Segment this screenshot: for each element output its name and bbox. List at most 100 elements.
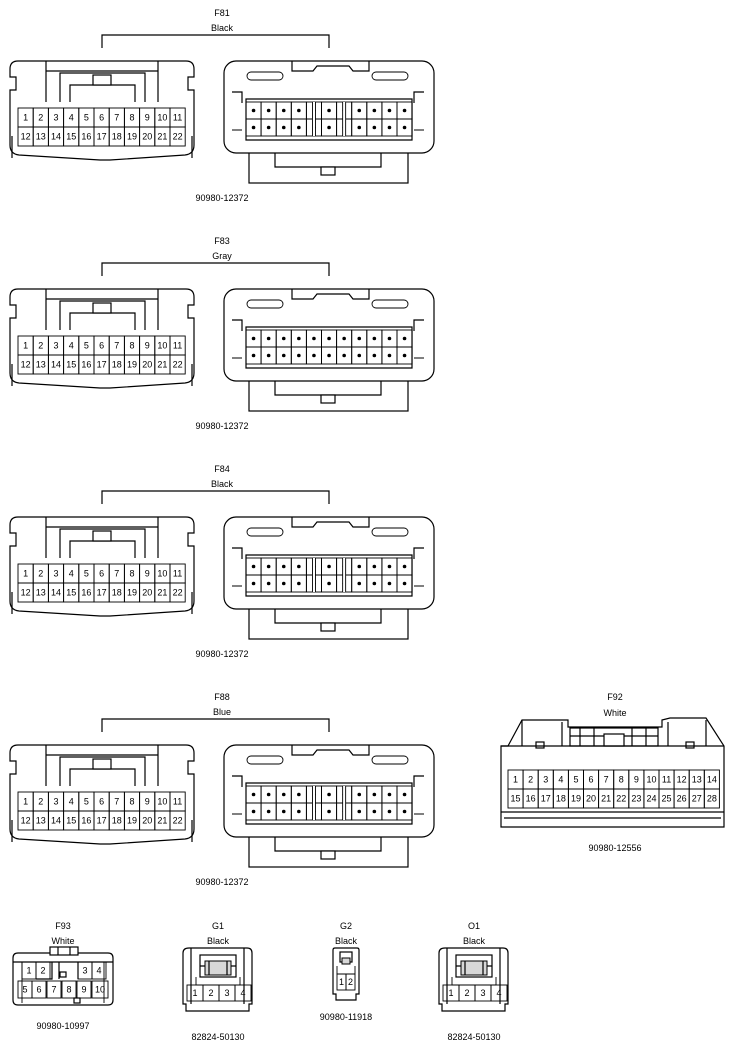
svg-text:9: 9: [145, 797, 150, 807]
svg-text:10: 10: [157, 341, 167, 351]
connector-g1: G1 Black 1 2 3 4 82824-50130: [182, 921, 253, 1042]
svg-text:7: 7: [114, 341, 119, 351]
svg-text:8: 8: [129, 341, 134, 351]
pairing-bracket: [101, 262, 330, 276]
svg-text:17: 17: [97, 816, 107, 826]
svg-text:17: 17: [97, 588, 107, 598]
pin-cell: 4: [490, 984, 508, 1002]
svg-text:7: 7: [114, 113, 119, 123]
terminal: [396, 118, 413, 137]
part-number: 82824-50130: [191, 1032, 244, 1042]
svg-text:3: 3: [53, 797, 58, 807]
svg-text:1: 1: [26, 966, 31, 976]
connector-color: Black: [463, 936, 486, 946]
svg-text:13: 13: [36, 360, 46, 370]
svg-text:5: 5: [84, 341, 89, 351]
pairing-bracket: [101, 718, 330, 732]
svg-text:15: 15: [66, 360, 76, 370]
svg-text:3: 3: [53, 569, 58, 579]
svg-text:1: 1: [23, 113, 28, 123]
svg-text:4: 4: [69, 569, 74, 579]
part-number: 90980-12372: [195, 193, 248, 203]
svg-text:4: 4: [558, 775, 563, 785]
pin-cell: 22: [169, 126, 186, 147]
connector-id: F93: [55, 921, 71, 931]
svg-text:22: 22: [616, 794, 626, 804]
svg-text:20: 20: [142, 132, 152, 142]
connector-o1: O1 Black 1 2 3 4 82824-50130: [438, 921, 509, 1042]
svg-text:4: 4: [69, 341, 74, 351]
svg-text:19: 19: [127, 360, 137, 370]
svg-text:5: 5: [84, 569, 89, 579]
svg-text:4: 4: [496, 988, 501, 998]
pin-grid-o1: 1 2 3 4: [442, 984, 508, 1002]
part-number: 90980-10997: [36, 1021, 89, 1031]
male-connector-view: [223, 516, 435, 640]
part-number: 90980-12372: [195, 877, 248, 887]
pin-cell: 28: [703, 788, 720, 809]
svg-text:18: 18: [556, 794, 566, 804]
svg-text:18: 18: [112, 132, 122, 142]
svg-text:20: 20: [586, 794, 596, 804]
connector-id: F84: [214, 464, 230, 474]
svg-text:4: 4: [96, 966, 101, 976]
connector-color: Black: [207, 936, 230, 946]
svg-text:7: 7: [114, 797, 119, 807]
svg-text:2: 2: [38, 341, 43, 351]
connector-color: Black: [211, 23, 234, 33]
svg-text:10: 10: [95, 985, 105, 995]
svg-text:9: 9: [634, 775, 639, 785]
svg-text:3: 3: [480, 988, 485, 998]
svg-text:14: 14: [51, 588, 61, 598]
connector-id: F92: [607, 692, 623, 702]
svg-text:19: 19: [571, 794, 581, 804]
svg-text:1: 1: [513, 775, 518, 785]
svg-text:13: 13: [36, 588, 46, 598]
svg-text:6: 6: [99, 113, 104, 123]
male-connector-view: [223, 288, 435, 412]
svg-text:16: 16: [81, 360, 91, 370]
svg-text:1: 1: [23, 341, 28, 351]
svg-text:25: 25: [662, 794, 672, 804]
svg-text:12: 12: [21, 360, 31, 370]
pin-cell: 2: [35, 961, 51, 980]
part-number: 90980-11918: [320, 1012, 372, 1022]
pin-cell: 2: [345, 973, 356, 991]
terminal: [396, 574, 413, 593]
svg-text:10: 10: [157, 113, 167, 123]
svg-text:7: 7: [51, 985, 56, 995]
terminal: [396, 802, 413, 821]
svg-text:20: 20: [142, 360, 152, 370]
svg-text:22: 22: [173, 360, 183, 370]
svg-text:3: 3: [82, 966, 87, 976]
terminal-grid: [245, 101, 413, 137]
svg-text:16: 16: [81, 588, 91, 598]
connector-id: F88: [214, 692, 230, 702]
svg-text:2: 2: [348, 977, 353, 987]
svg-text:12: 12: [21, 816, 31, 826]
svg-text:11: 11: [173, 113, 182, 123]
male-connector-view: [223, 744, 435, 868]
svg-text:18: 18: [112, 588, 122, 598]
male-connector-view: [223, 60, 435, 184]
svg-text:5: 5: [84, 113, 89, 123]
connector-color: White: [603, 708, 626, 718]
terminal: [396, 346, 413, 365]
svg-text:5: 5: [84, 797, 89, 807]
pin-cell: 4: [234, 984, 252, 1002]
svg-text:13: 13: [36, 132, 46, 142]
svg-text:8: 8: [129, 569, 134, 579]
connector-id: G2: [340, 921, 352, 931]
svg-text:16: 16: [81, 816, 91, 826]
svg-text:6: 6: [99, 797, 104, 807]
pin-grid-g2: 1 2: [336, 973, 356, 991]
connector-color: Blue: [213, 707, 231, 717]
